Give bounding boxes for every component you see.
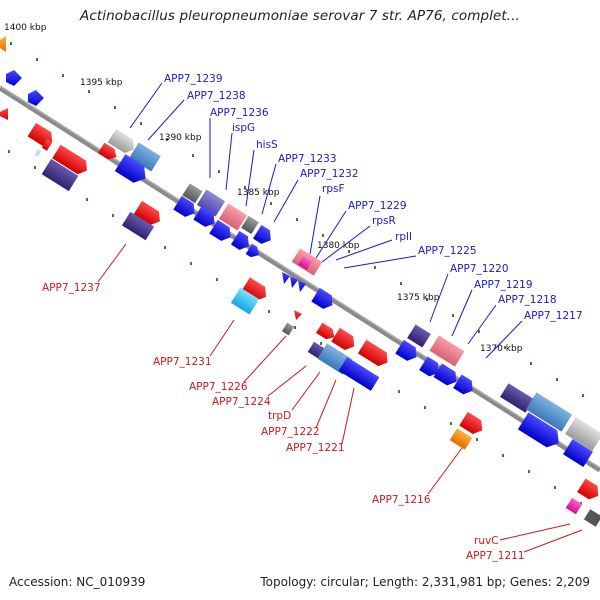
- gene-label: APP7_1216: [372, 494, 431, 506]
- gene-label: APP7_1218: [498, 294, 557, 306]
- gene-label: rpsF: [322, 183, 345, 195]
- lower-leader-lines: [97, 243, 583, 553]
- scale-label-1385: 1385 kbp: [237, 188, 280, 198]
- gene-label: APP7_1221: [286, 442, 345, 454]
- gene-label: APP7_1226: [189, 381, 248, 393]
- upper-leader-lines: [129, 82, 523, 359]
- upper-labels: APP7_1239 APP7_1238 APP7_1236 ispG hisS …: [164, 73, 583, 322]
- gene-label: hisS: [256, 139, 278, 151]
- scale-label-1390: 1390 kbp: [159, 133, 202, 143]
- gene-label: APP7_1239: [164, 73, 223, 85]
- scale-label-1380: 1380 kbp: [317, 241, 360, 251]
- gene-label: APP7_1236: [210, 107, 269, 119]
- lower-labels: APP7_1237 APP7_1231 APP7_1226 APP7_1224 …: [42, 282, 525, 562]
- gene-label: APP7_1238: [187, 90, 246, 102]
- map-title: Actinobacillus pleuropneumoniae serovar …: [80, 8, 520, 24]
- gene-label: rplI: [395, 231, 412, 243]
- gene-label: APP7_1224: [212, 396, 271, 408]
- gene-label: ispG: [232, 122, 255, 134]
- gene-label: APP7_1233: [278, 153, 337, 165]
- tick-track-upper: [10, 42, 584, 397]
- accession-text: Accession: NC_010939: [9, 575, 146, 589]
- scale-label-1400: 1400 kbp: [4, 23, 47, 33]
- gene-label: APP7_1237: [42, 282, 101, 294]
- forward-genes: [0, 36, 600, 467]
- genome-summary-text: Topology: circular; Length: 2,331,981 bp…: [260, 575, 590, 589]
- scale-label-1375: 1375 kbp: [397, 293, 440, 303]
- gene-label: APP7_1211: [466, 550, 525, 562]
- gene-label: APP7_1225: [418, 245, 477, 257]
- gene-label: ruvC: [474, 535, 499, 547]
- gene-label: APP7_1222: [261, 426, 320, 438]
- gene-label: APP7_1219: [474, 279, 533, 291]
- scale-label-1395: 1395 kbp: [80, 78, 123, 88]
- reverse-genes: [0, 108, 600, 527]
- gene-label: trpD: [268, 410, 291, 422]
- gene-label: APP7_1220: [450, 263, 509, 275]
- scale-label-1370: 1370 kbp: [480, 344, 523, 354]
- gene-label: rpsR: [372, 215, 396, 227]
- gene-label: APP7_1231: [153, 356, 212, 368]
- gene-label: APP7_1232: [300, 168, 359, 180]
- gene-label: APP7_1229: [348, 200, 407, 212]
- gene-label: APP7_1217: [524, 310, 583, 322]
